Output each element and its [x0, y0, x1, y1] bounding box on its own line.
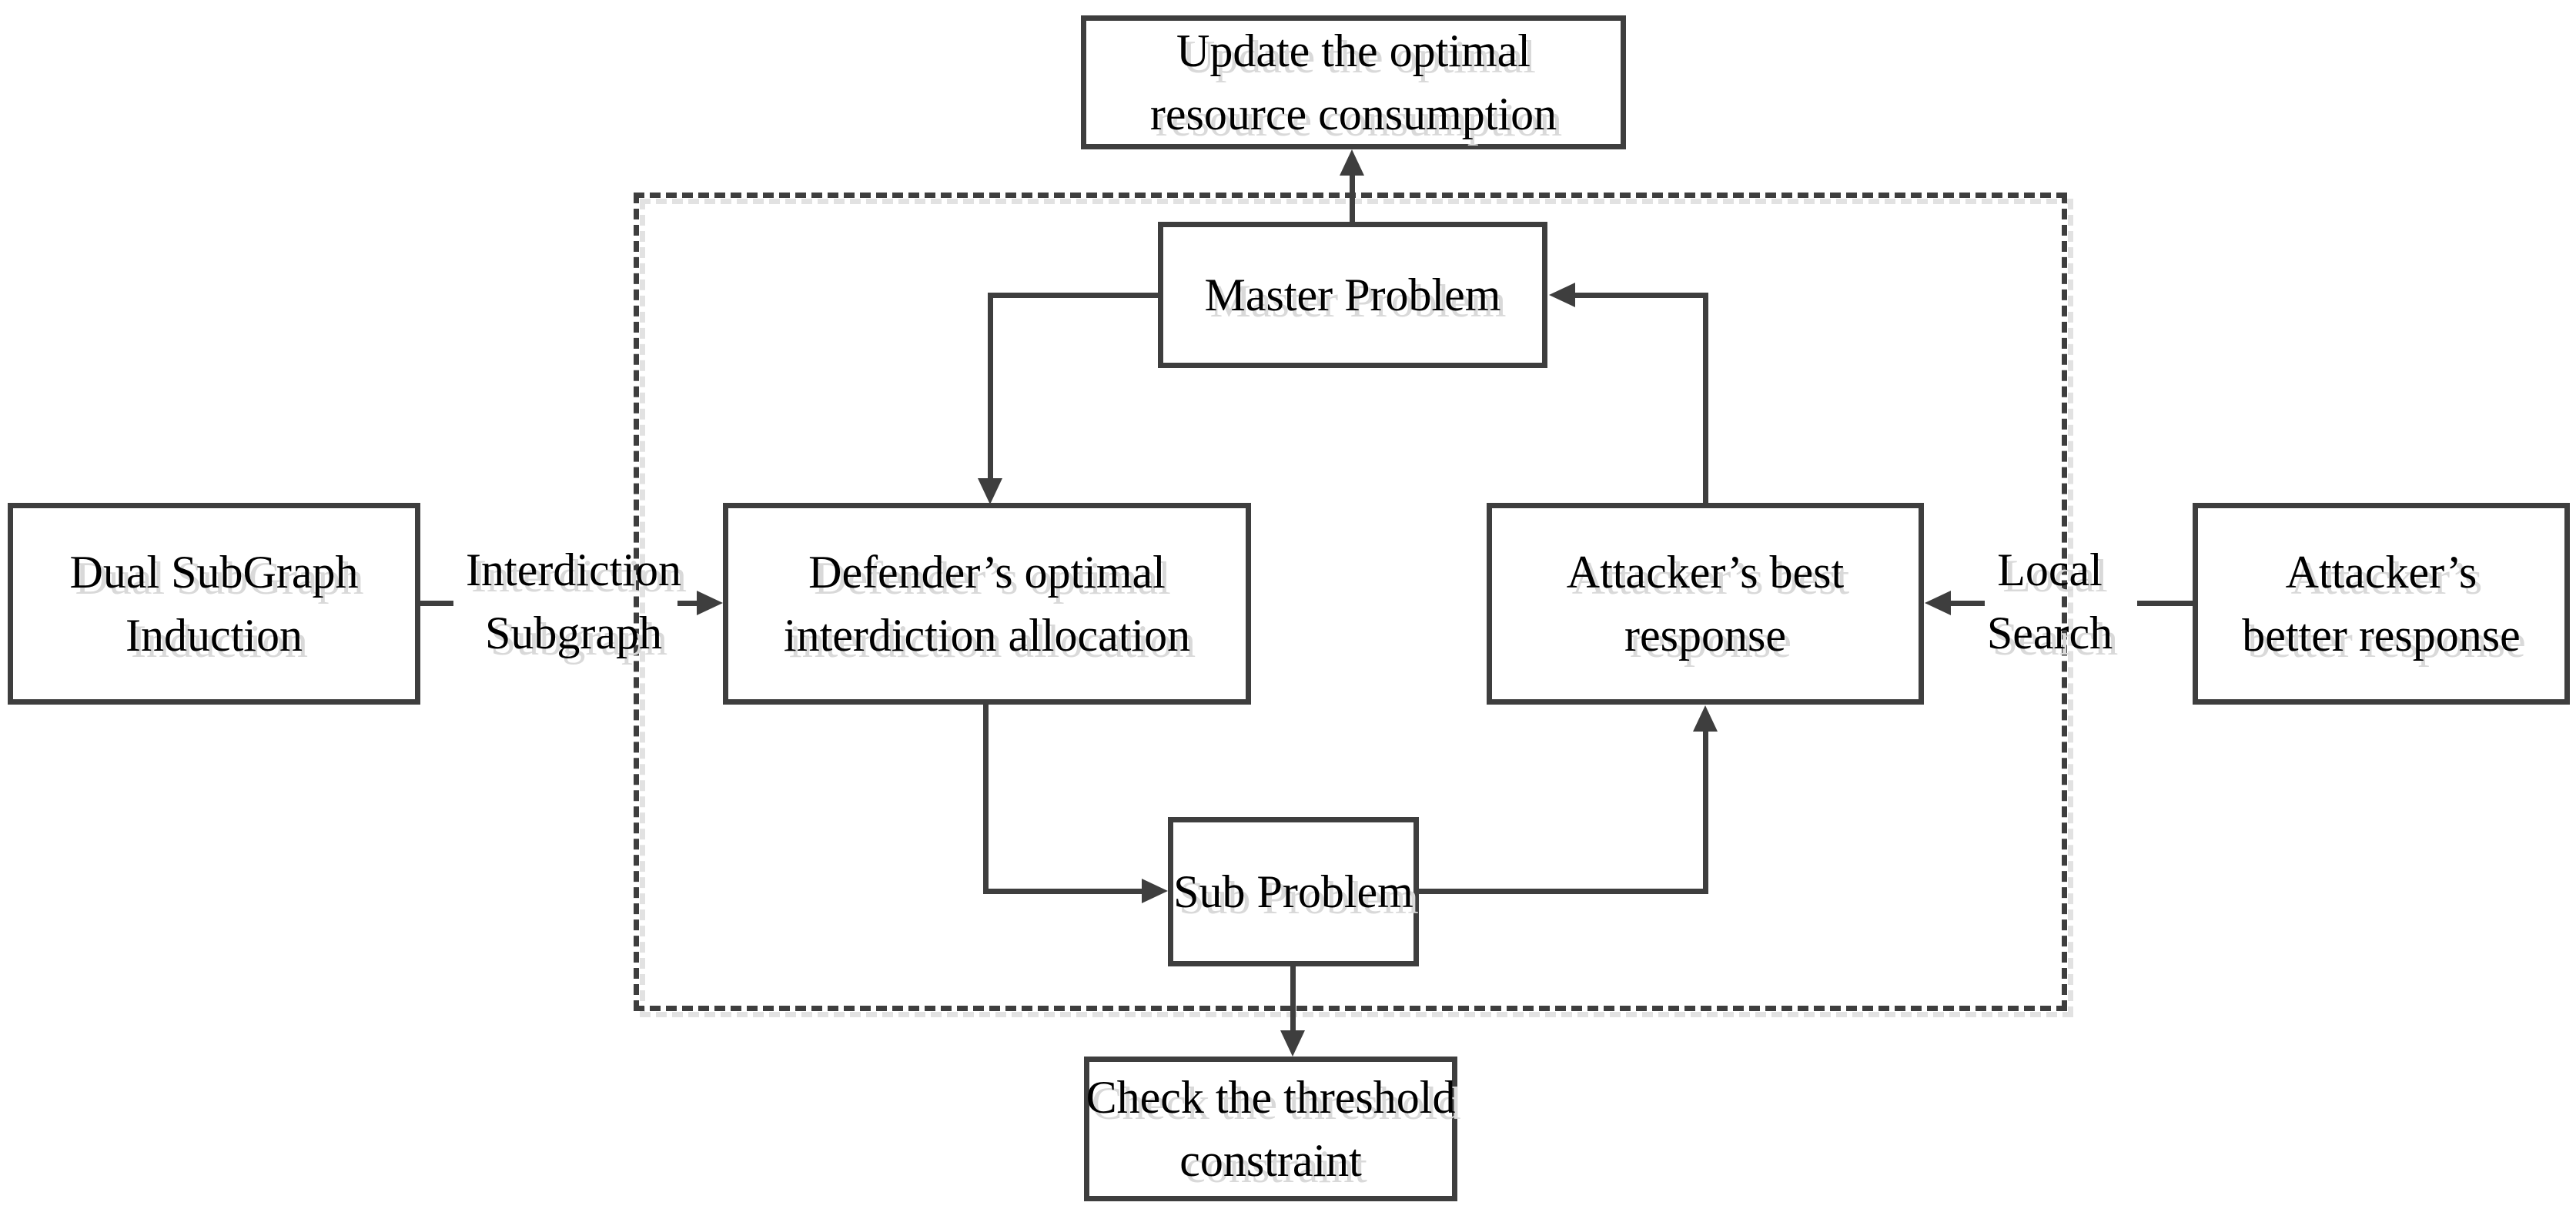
arrow-sub-to-check-shaft	[1290, 966, 1296, 1032]
node-check-threshold-constraint: Check the threshold constraint	[1084, 1057, 1464, 1207]
edge-label-local-search: Local Search	[1936, 538, 2163, 665]
arrow-master-to-defender-h	[988, 293, 1158, 298]
arrow-better-to-best-line	[1951, 601, 1985, 606]
arrow-better-to-best-stub	[2137, 601, 2193, 606]
node-label: response	[1624, 610, 1786, 661]
node-label: constraint	[1179, 1135, 1362, 1186]
node-dual-subgraph-induction: Dual SubGraph Induction	[8, 503, 427, 711]
edge-label-line: Subgraph	[485, 608, 662, 658]
arrow-defender-to-sub-head	[1142, 879, 1168, 903]
node-attacker-better-response: Attacker’s better response	[2193, 503, 2576, 711]
arrow-sub-to-attacker-h	[1419, 889, 1708, 894]
node-defender-optimal-allocation: Defender’s optimal interdiction allocati…	[723, 503, 1257, 711]
arrow-master-to-update-shaft	[1350, 172, 1355, 223]
arrow-sub-to-attacker-v	[1703, 730, 1708, 894]
node-sub-problem: Sub Problem	[1168, 817, 1425, 973]
dashed-boundary-shadow	[640, 199, 2073, 1017]
node-update-optimal-resource: Update the optimal resource consumption	[1081, 15, 1632, 156]
node-label: Induction	[125, 610, 303, 661]
node-label: interdiction allocation	[783, 610, 1191, 661]
arrow-defender-to-sub-v	[983, 703, 989, 894]
node-label: Update the optimal	[1176, 25, 1531, 76]
node-label: Attacker’s best	[1566, 547, 1845, 598]
edge-label-interdiction-subgraph: Interdiction Subgraph	[431, 538, 716, 665]
arrow-sub-to-attacker-head	[1693, 705, 1718, 732]
arrow-attacker-to-master-h	[1575, 293, 1708, 298]
node-label: Check the threshold	[1086, 1072, 1456, 1123]
node-label: Dual SubGraph	[69, 547, 359, 598]
node-label: Master Problem	[1204, 270, 1501, 320]
arrow-sub-to-check-head	[1280, 1030, 1305, 1057]
arrow-dual-to-defender-head	[697, 591, 723, 615]
arrow-master-to-update-head	[1340, 149, 1364, 176]
arrow-dual-to-defender-stub	[420, 601, 453, 606]
arrow-master-to-defender-head	[978, 478, 1002, 504]
arrow-attacker-to-master-v	[1703, 293, 1708, 504]
node-master-problem: Master Problem	[1158, 222, 1554, 374]
edge-label-line: Local	[1997, 544, 2103, 595]
arrow-dual-to-defender-line	[677, 601, 699, 606]
arrow-defender-to-sub-h	[983, 889, 1142, 894]
node-label: Defender’s optimal	[808, 547, 1166, 598]
node-label: Attacker’s	[2285, 547, 2477, 598]
edge-label-line: Search	[1986, 608, 2113, 658]
arrow-attacker-to-master-head	[1549, 283, 1575, 307]
arrow-master-to-defender-v	[988, 293, 993, 479]
node-label: Sub Problem	[1173, 866, 1413, 917]
node-attacker-best-response: Attacker’s best response	[1487, 503, 1930, 711]
node-label: resource consumption	[1149, 89, 1557, 139]
node-label: better response	[2242, 610, 2521, 661]
edge-label-line: Interdiction	[466, 544, 681, 595]
arrow-better-to-best-head	[1925, 591, 1951, 615]
